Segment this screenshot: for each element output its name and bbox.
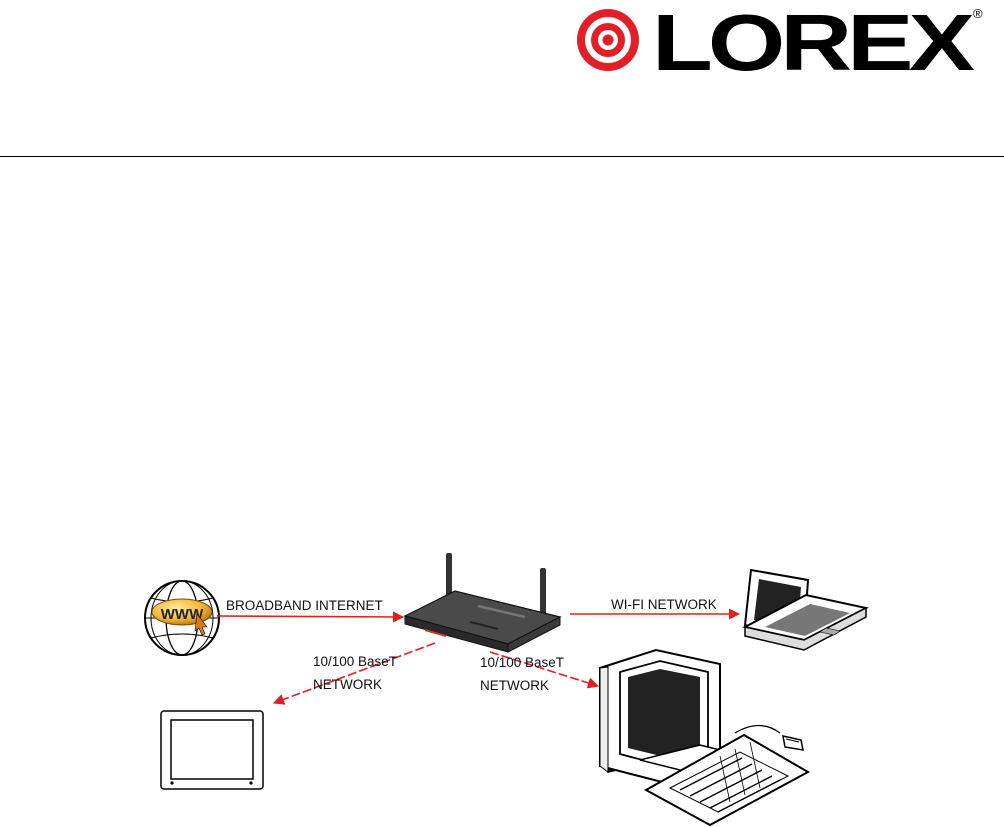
laptop-icon <box>742 568 869 651</box>
broadband-label: BROADBAND INTERNET <box>226 598 383 613</box>
lorex-wordmark: LOREX <box>652 4 975 76</box>
lorex-target-icon <box>577 9 639 71</box>
baset-left-label-line2: NETWORK <box>313 677 382 692</box>
baset-right-label-line2: NETWORK <box>480 678 549 693</box>
baset-left-arrow <box>272 642 436 705</box>
www-text: WWW <box>161 606 204 623</box>
desktop-computer-icon <box>599 648 811 827</box>
registered-mark: ® <box>973 6 983 21</box>
network-diagram: WWW <box>0 530 1004 827</box>
baset-right-arrow <box>489 651 600 689</box>
baset-right-label-line1: 10/100 BaseT <box>480 655 564 670</box>
header-divider <box>0 156 1004 157</box>
monitor-icon <box>160 710 264 790</box>
baset-left-label-line1: 10/100 BaseT <box>313 654 397 669</box>
internet-globe-icon: WWW <box>144 580 220 656</box>
router-icon <box>403 553 562 653</box>
wifi-label: WI-FI NETWORK <box>611 597 717 612</box>
lorex-logo: LOREX ® <box>574 4 994 76</box>
broadband-arrow <box>216 611 405 623</box>
